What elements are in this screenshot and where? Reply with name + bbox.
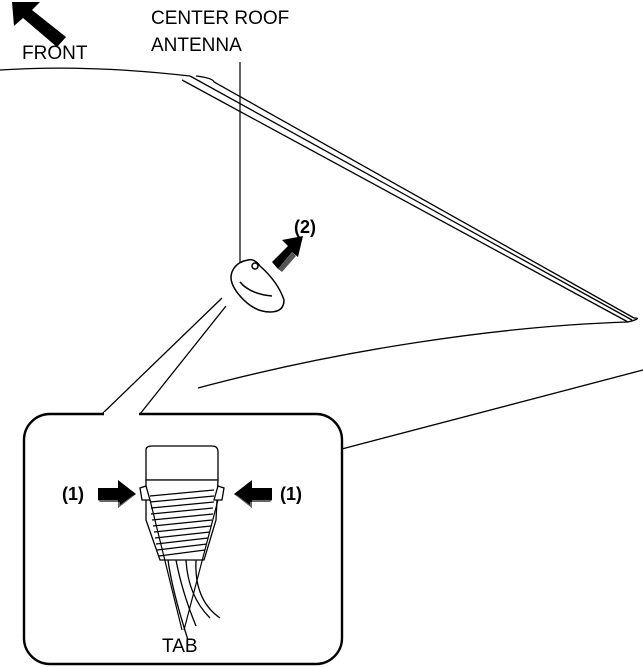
front-label: FRONT [22,43,88,64]
antenna-label-line1: CENTER ROOF [151,8,290,29]
roof-outline [0,67,643,451]
center-roof-antenna [230,258,285,313]
antenna-label-line2: ANTENNA [151,35,242,56]
step1-left-label: (1) [62,484,84,504]
step1-right-label: (1) [280,484,302,504]
step2-label: (2) [294,217,316,237]
remove-direction-arrow-icon [272,236,303,272]
press-arrow-icon [98,480,136,508]
press-arrow-icon [234,480,272,508]
front-direction-arrow-icon [12,2,66,47]
callout-lines [101,297,227,415]
antenna-connector-detail [139,445,225,641]
tab-label: TAB [162,636,198,657]
